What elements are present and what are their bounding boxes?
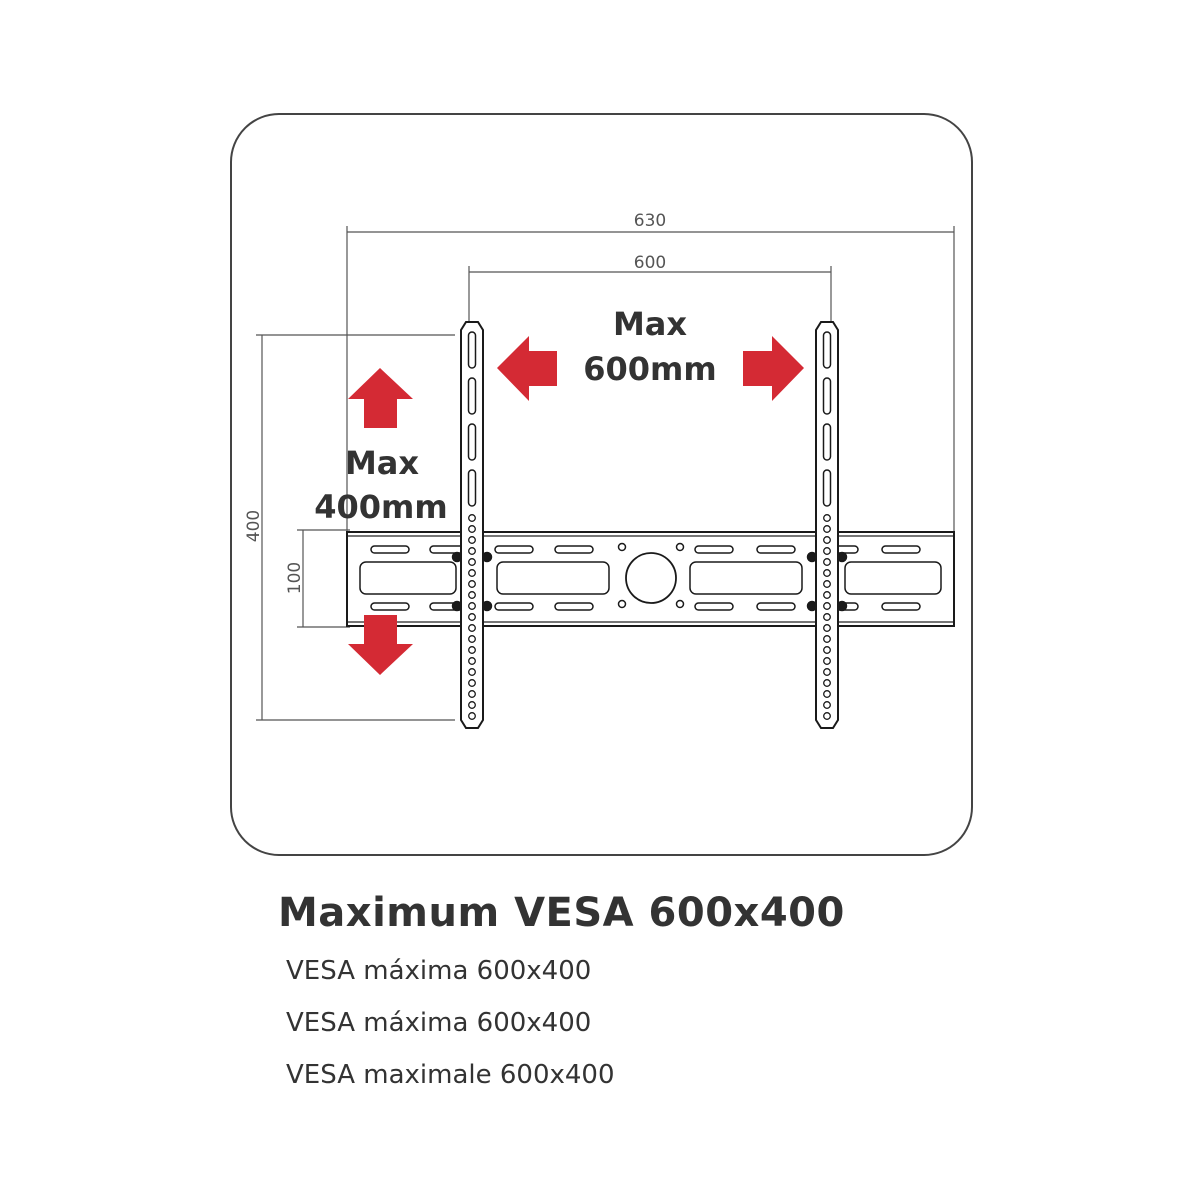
- arm-hole: [468, 536, 476, 544]
- arm-hole: [468, 558, 476, 566]
- caption-line-2: VESA máxima 600x400: [286, 1008, 592, 1038]
- bracket-slot: [756, 602, 796, 611]
- arm-hole: [468, 591, 476, 599]
- bracket-slot: [694, 602, 734, 611]
- arm-slot: [822, 331, 832, 369]
- caption-line-3: VESA maximale 600x400: [286, 1060, 615, 1090]
- arm-hole: [468, 525, 476, 533]
- vertical-arm-right: [815, 321, 839, 729]
- dimension-600-label: 600: [634, 253, 666, 273]
- arm-hole: [468, 547, 476, 555]
- bracket-cutout: [844, 561, 942, 595]
- arm-hole: [468, 602, 476, 610]
- arm-hole: [468, 580, 476, 588]
- arm-slot: [467, 423, 477, 461]
- dimension-100-label: 100: [285, 562, 305, 594]
- arm-hole: [823, 701, 831, 709]
- arm-outline: [815, 321, 839, 729]
- bracket-cutout: [689, 561, 803, 595]
- arm-hole: [823, 679, 831, 687]
- arrow-up-icon: [348, 368, 413, 428]
- arm-hole: [468, 635, 476, 643]
- arm-slot: [467, 377, 477, 415]
- bracket-slot: [370, 602, 410, 611]
- bracket-pilot-hole: [675, 542, 685, 552]
- arm-hole: [823, 569, 831, 577]
- arm-hole: [823, 580, 831, 588]
- dimension-630-label: 630: [634, 211, 666, 231]
- bracket-slot: [694, 545, 734, 554]
- caption-line-1: VESA máxima 600x400: [286, 956, 592, 986]
- dimension-100: [297, 529, 350, 628]
- arm-hole: [468, 712, 476, 720]
- bracket-cutout: [359, 561, 457, 595]
- arm-slot: [467, 331, 477, 369]
- bracket-cutout: [496, 561, 610, 595]
- arm-hole: [468, 668, 476, 676]
- callout-horizontal-value: 600mm: [583, 350, 716, 388]
- arm-hole: [823, 514, 831, 522]
- arrow-right-icon: [743, 336, 804, 401]
- dimension-600: [468, 266, 832, 325]
- arm-hole: [823, 646, 831, 654]
- arm-hole: [823, 602, 831, 610]
- arm-hole: [823, 547, 831, 555]
- arrow-left-icon: [497, 336, 557, 401]
- callout-vertical-max: Max: [345, 444, 419, 482]
- arm-slot: [822, 469, 832, 507]
- arm-hole: [468, 657, 476, 665]
- bracket-pilot-hole: [617, 599, 627, 609]
- vertical-arm-left: [460, 321, 484, 729]
- arm-hole: [823, 668, 831, 676]
- arm-slot: [822, 423, 832, 461]
- arm-hole: [823, 690, 831, 698]
- dimension-630: [346, 226, 955, 535]
- bracket-pilot-hole: [675, 599, 685, 609]
- arm-hole: [823, 712, 831, 720]
- bracket-slot: [494, 545, 534, 554]
- callout-horizontal-max: Max: [613, 305, 687, 343]
- arrow-down-icon: [348, 615, 413, 675]
- arm-slot: [467, 469, 477, 507]
- bracket-pilot-hole: [617, 542, 627, 552]
- bracket-slots: [359, 542, 942, 612]
- arm-hole: [468, 646, 476, 654]
- arm-hole: [468, 701, 476, 709]
- arm-hole: [823, 558, 831, 566]
- caption-main: Maximum VESA 600x400: [278, 890, 845, 936]
- diagram-frame: [230, 113, 973, 856]
- bracket-center-hole: [625, 552, 677, 604]
- arm-slot: [822, 377, 832, 415]
- dimension-400: [256, 334, 455, 721]
- arm-outline: [460, 321, 484, 729]
- arm-hole: [823, 657, 831, 665]
- bracket-slot: [554, 545, 594, 554]
- arm-hole: [468, 690, 476, 698]
- bracket-slot: [494, 602, 534, 611]
- arm-hole: [823, 635, 831, 643]
- dimension-400-label: 400: [244, 510, 264, 542]
- arm-hole: [823, 525, 831, 533]
- bracket-slot: [370, 545, 410, 554]
- arm-hole: [823, 536, 831, 544]
- arm-hole: [823, 624, 831, 632]
- bracket-slot: [881, 545, 921, 554]
- bracket-slot: [554, 602, 594, 611]
- arm-hole: [468, 514, 476, 522]
- callout-vertical-value: 400mm: [314, 488, 447, 526]
- arm-hole: [468, 679, 476, 687]
- arm-hole: [823, 591, 831, 599]
- arm-hole: [468, 569, 476, 577]
- arm-hole: [823, 613, 831, 621]
- bracket-slot: [881, 602, 921, 611]
- bracket-slot: [756, 545, 796, 554]
- arm-hole: [468, 613, 476, 621]
- arm-hole: [468, 624, 476, 632]
